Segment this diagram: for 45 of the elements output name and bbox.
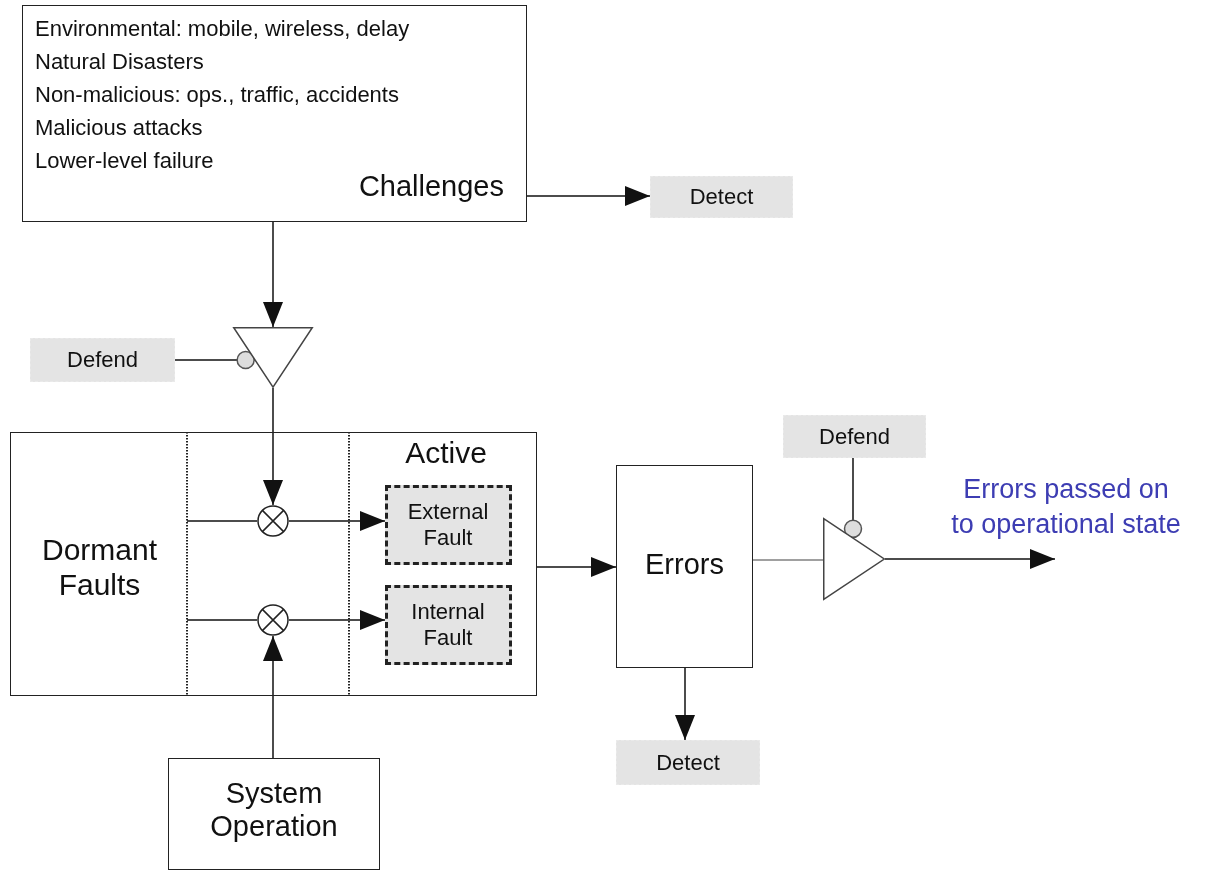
- column-heading: Active: [404, 436, 488, 471]
- connector-line: [752, 559, 824, 561]
- challenge-item: Malicious attacks: [35, 115, 203, 141]
- box-text: Internal Fault: [410, 599, 486, 650]
- fault-box: [384, 484, 512, 565]
- connector-line: [186, 619, 258, 621]
- edge-label: Errors passed on to operational state: [950, 473, 1182, 542]
- inhibit-line: [843, 457, 863, 539]
- box-title: Dormant Faults: [40, 533, 158, 602]
- box-text: Detect: [689, 184, 754, 210]
- arrow: [884, 549, 1056, 569]
- action-tag: [616, 740, 760, 785]
- arrow: [288, 511, 386, 531]
- action-tag: [30, 338, 175, 382]
- box-text: System Operation: [209, 777, 339, 844]
- arrow: [263, 221, 283, 328]
- fault-state-box: [10, 432, 537, 696]
- buffer-triangle: [233, 327, 313, 388]
- buffer-triangle: [823, 518, 885, 600]
- action-tag: [650, 176, 793, 218]
- arrow: [675, 667, 695, 741]
- process-box: [168, 758, 380, 870]
- box-text: External Fault: [406, 499, 490, 550]
- connector-line: [186, 520, 258, 522]
- process-box: [616, 465, 753, 668]
- action-tag: [783, 415, 926, 458]
- multiplier-symbol: [256, 504, 289, 537]
- fault-box: [384, 584, 512, 665]
- arrow: [536, 557, 617, 577]
- challenges-box: [22, 5, 527, 222]
- box-text: Detect: [656, 749, 720, 776]
- challenge-item: Environmental: mobile, wireless, delay: [35, 16, 410, 42]
- box-text: Errors: [644, 548, 725, 582]
- challenge-item: Natural Disasters: [35, 49, 204, 75]
- arrow: [263, 635, 283, 759]
- multiplier-symbol: [256, 603, 289, 636]
- box-title: Challenges: [358, 170, 504, 204]
- box-text: Defend: [67, 347, 138, 373]
- box-text: Defend: [819, 423, 890, 450]
- arrow: [263, 387, 283, 506]
- challenge-item: Lower-level failure: [35, 148, 214, 174]
- challenge-item: Non-malicious: ops., traffic, accidents: [35, 82, 399, 108]
- arrow: [526, 186, 651, 206]
- arrow: [288, 610, 386, 630]
- inhibit-line: [174, 350, 256, 370]
